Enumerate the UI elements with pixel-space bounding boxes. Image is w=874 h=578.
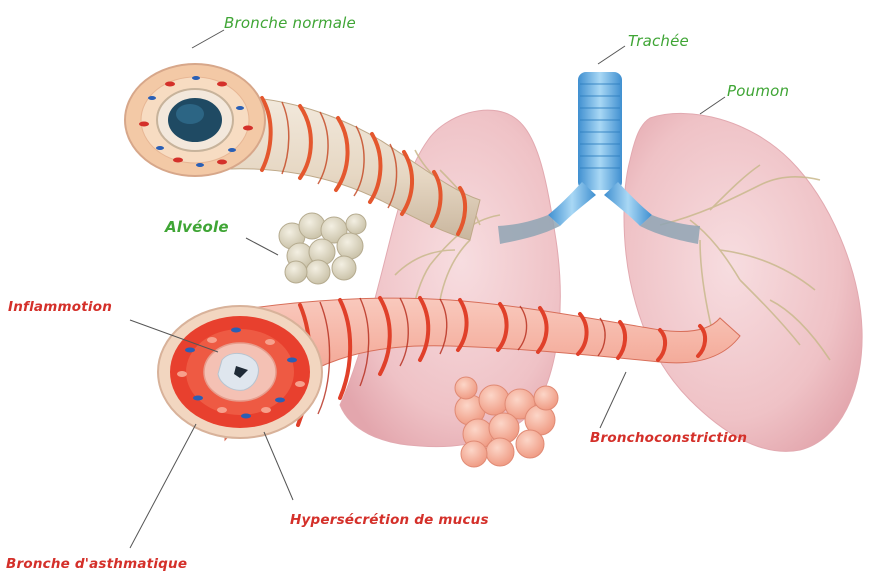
label-bronche-normale: Bronche normale [224,14,356,32]
label-alveole: Alvéole [165,218,229,236]
label-inflammation: Inflammotion [8,299,112,315]
label-bronchoconstriction: Bronchoconstriction [590,430,747,446]
leader-bronchoconstriction [600,372,626,428]
label-bronche-asthmatique: Bronche d'asthmatique [6,556,187,572]
leader-hypersecretion [264,432,293,500]
label-poumon: Poumon [727,82,789,100]
normal-alveoli [279,213,366,284]
label-trachee: Trachée [628,32,689,50]
leader-bronche-asthmatique [130,424,196,548]
leader-alveole [246,238,278,255]
leader-bronche-normale [192,30,224,48]
leader-trachee [598,46,625,64]
leader-poumon [700,97,725,114]
label-hypersecretion: Hypersécrétion de mucus [290,512,489,528]
